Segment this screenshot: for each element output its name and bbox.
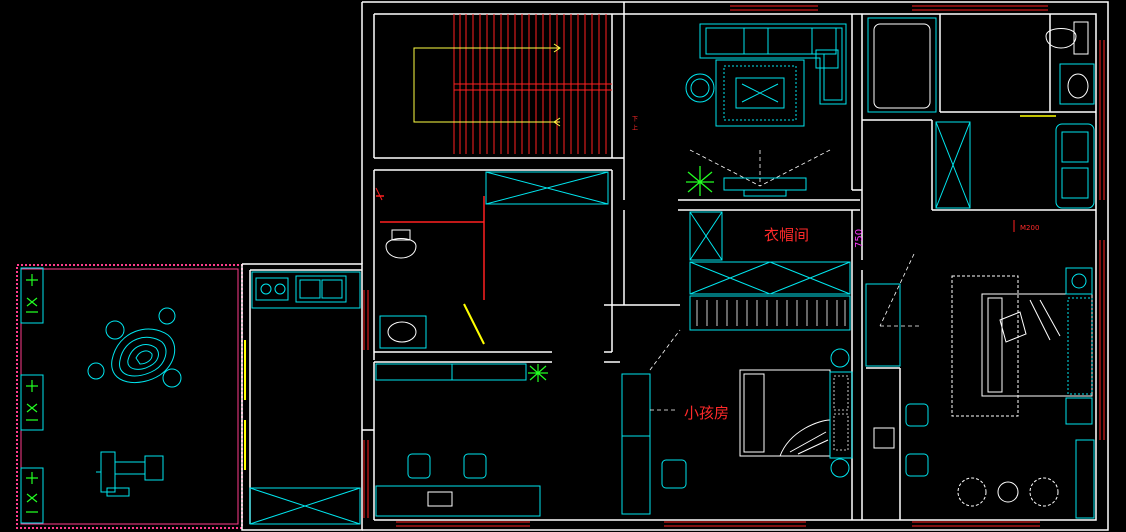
rug-icon — [715, 59, 805, 127]
room-label-kids: 小孩房 — [684, 404, 729, 422]
round-table-icon — [997, 481, 1019, 503]
shelf — [375, 363, 527, 381]
wardrobe-room — [689, 211, 851, 331]
kids-chair-icon — [661, 459, 687, 489]
kids-room — [621, 283, 901, 515]
corridor-plant-icon — [528, 364, 548, 382]
stair-direction-arrow — [413, 47, 560, 123]
tv-icon — [873, 427, 895, 449]
sink-icon — [295, 275, 347, 303]
master-bed-icon — [981, 293, 1093, 397]
stair-note-up: 上 — [632, 124, 638, 132]
armchair-icon — [1055, 123, 1095, 209]
basin-icon — [1059, 63, 1095, 105]
toilet-icon — [1045, 28, 1077, 49]
kitchen-counter — [249, 271, 361, 525]
bedroom-chair-icon — [905, 403, 929, 427]
desk — [375, 485, 541, 517]
lounge-furniture — [685, 23, 847, 197]
balcony — [16, 264, 243, 529]
nightstand-lamp-icon — [830, 348, 850, 368]
computer-icon — [427, 491, 453, 507]
sliding-doors — [244, 303, 485, 470]
bedroom-chair-icon — [905, 453, 929, 477]
storage-column — [865, 283, 901, 367]
toilet-icon — [385, 238, 417, 259]
wardrobe-kids — [621, 373, 651, 515]
dresser — [1075, 439, 1095, 519]
shower-cabinet — [935, 121, 971, 209]
room-label-wardrobe: 衣帽间 — [764, 226, 809, 244]
tv-cabinet-icon — [723, 177, 807, 191]
study-furniture — [375, 363, 541, 517]
chair-icon — [407, 453, 431, 479]
plant-icons — [26, 274, 38, 513]
cushion-icon — [743, 27, 769, 55]
chair-icon — [463, 453, 487, 479]
rock-garden-icon — [87, 307, 182, 388]
bed-rug — [951, 275, 1019, 417]
stove-icon — [255, 277, 289, 301]
lounge-plant-icon — [686, 166, 714, 196]
wash-basin-icon — [379, 315, 427, 349]
dimension-note: M200 — [1020, 224, 1039, 232]
sofa-icon — [699, 23, 847, 105]
storage-cabinet — [249, 487, 361, 525]
stair-note-down: 下 — [632, 116, 638, 123]
kids-bed-icon — [739, 369, 831, 457]
bathtub-icon — [867, 17, 937, 113]
exercise-bike-icon — [96, 451, 164, 497]
guest-bathroom — [379, 171, 609, 349]
staircase: 下 上 — [413, 14, 638, 154]
dimension-750: 750 — [854, 229, 865, 248]
side-table-icon — [685, 73, 715, 103]
master-bedroom — [905, 267, 1095, 519]
planter-boxes — [20, 267, 44, 524]
walls — [241, 1, 1109, 531]
master-bathroom — [867, 17, 1095, 209]
windows — [363, 5, 1105, 527]
wardrobe-cabinet — [689, 261, 851, 295]
